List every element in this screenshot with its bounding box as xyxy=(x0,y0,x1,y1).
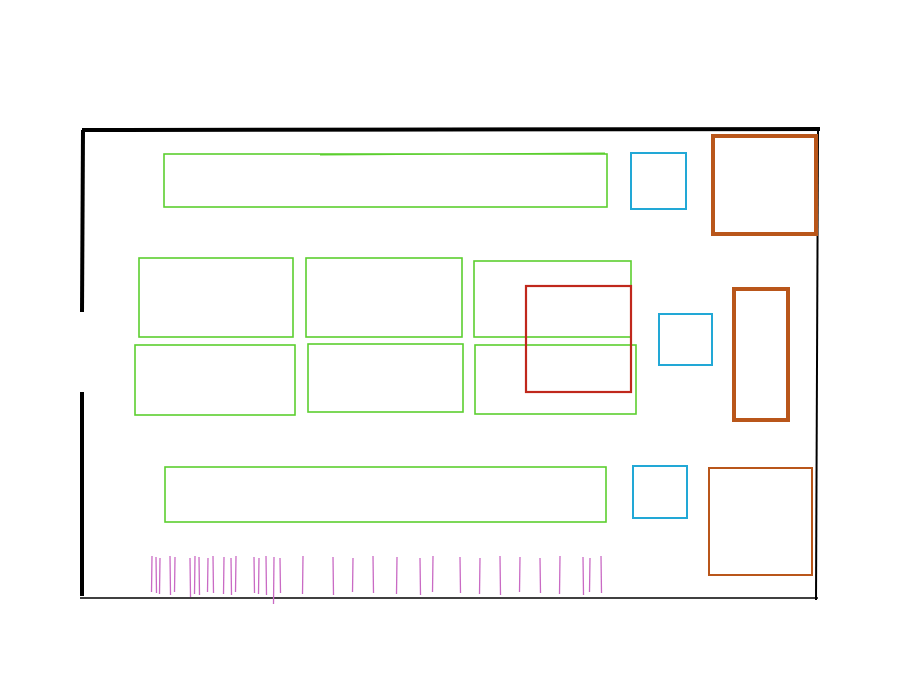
tick-mark xyxy=(230,557,233,596)
blue-squares xyxy=(630,152,713,519)
green-blocks xyxy=(134,152,637,523)
grid-cell-2 xyxy=(305,257,463,338)
orange-box-tall xyxy=(732,287,790,422)
tick-mark xyxy=(459,556,462,594)
orange-box-top xyxy=(711,134,818,236)
grid-cell-5 xyxy=(307,343,464,413)
outer-frame-top xyxy=(81,127,821,132)
grid-cell-3 xyxy=(473,260,632,338)
tick-mark xyxy=(189,557,192,598)
tick-mark xyxy=(395,556,398,595)
tick-mark xyxy=(158,557,161,595)
tick-mark xyxy=(169,555,172,596)
top-banner-sketch-line xyxy=(319,152,606,156)
tick-mark xyxy=(193,555,196,595)
tick-mark xyxy=(173,556,176,593)
tick-mark xyxy=(539,557,542,594)
grid-cell-6 xyxy=(474,344,637,415)
tick-mark xyxy=(257,557,260,595)
blue-square-top xyxy=(630,152,687,210)
tick-mark xyxy=(478,557,481,595)
tick-mark xyxy=(431,555,434,593)
red-overlay-box xyxy=(524,284,633,394)
tick-mark xyxy=(582,556,585,596)
tick-mark xyxy=(206,557,209,593)
grid-cell-4 xyxy=(134,344,296,416)
tick-mark xyxy=(558,555,561,595)
tick-mark xyxy=(372,555,375,594)
tick-mark xyxy=(150,555,153,593)
tick-mark xyxy=(212,555,215,594)
tick-mark xyxy=(332,556,335,596)
orange-box-bottom xyxy=(708,467,813,576)
tick-mark xyxy=(600,555,603,594)
outer-frame-left-upper xyxy=(80,129,85,313)
tick-mark xyxy=(222,556,225,595)
tick-mark xyxy=(588,557,591,593)
tick-mark xyxy=(419,557,422,596)
tick-mark xyxy=(253,556,256,594)
bottom-banner-box xyxy=(164,466,607,523)
tick-mark xyxy=(351,557,354,593)
tick-mark xyxy=(155,556,158,594)
tick-mark xyxy=(272,556,275,605)
top-banner-box xyxy=(163,153,608,208)
grid-cell-1 xyxy=(138,257,294,338)
tick-mark xyxy=(499,555,502,596)
blue-square-middle xyxy=(658,313,713,366)
blue-square-bottom xyxy=(632,465,688,519)
tick-mark xyxy=(234,555,237,593)
pink-tick-marks xyxy=(150,555,603,605)
tick-mark xyxy=(198,556,201,596)
tick-mark xyxy=(279,557,282,594)
orange-boxes xyxy=(708,134,818,576)
tick-mark xyxy=(301,555,304,595)
tick-mark xyxy=(265,555,268,596)
tick-mark xyxy=(518,556,521,593)
